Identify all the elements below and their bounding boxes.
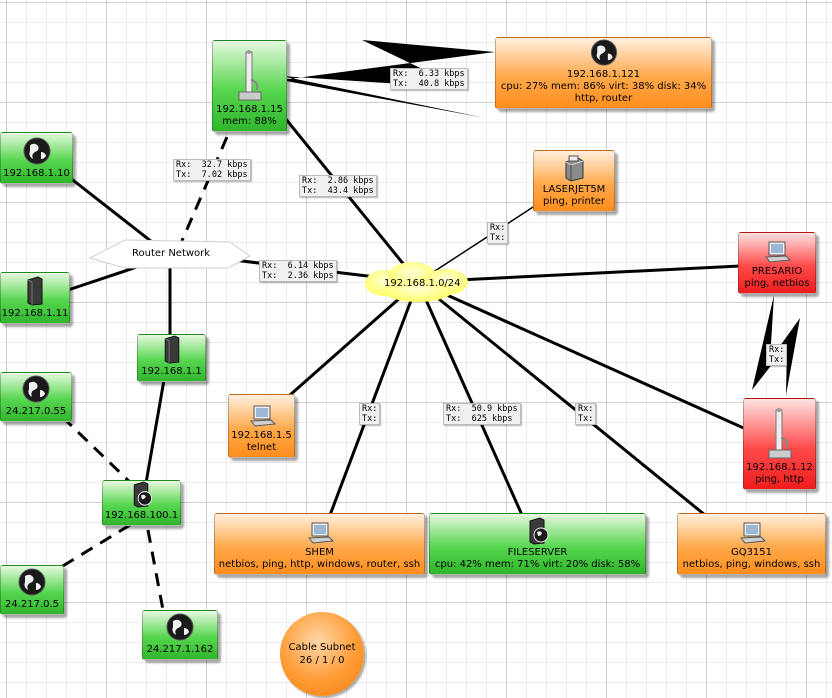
- traffic-label-shem: Rx:Tx:: [359, 403, 381, 425]
- node-192-168-1-121[interactable]: 192.168.1.121 cpu: 27% mem: 86% virt: 38…: [495, 37, 712, 109]
- node-services: netbios, ping, windows, ssh: [682, 559, 821, 570]
- node-label: PRESARIO: [751, 266, 803, 277]
- node-192-168-1-12[interactable]: 192.168.1.12 ping, http: [743, 398, 816, 490]
- globe-icon: [23, 137, 50, 165]
- globe-icon: [22, 375, 50, 403]
- node-24-217-0-55[interactable]: 24.217.0.55: [0, 372, 72, 422]
- node-services: http, router: [574, 93, 633, 104]
- node-label: 192.168.1.1: [141, 366, 202, 377]
- link-subnet-presario: [416, 264, 742, 284]
- node-192-168-1-11[interactable]: 192.168.1.11: [0, 272, 70, 324]
- node-detail: cpu: 27% mem: 86% virt: 38% disk: 34%: [500, 81, 707, 92]
- link-subnet-laserjet: [417, 195, 551, 283]
- node-192-168-1-10[interactable]: 192.168.1.10: [0, 132, 73, 184]
- link-subnet-fileserver: [416, 280, 524, 517]
- link-100-1-24-162: [146, 529, 165, 611]
- node-detail: mem: 88%: [222, 116, 277, 127]
- computer-icon: [739, 522, 766, 544]
- cable-subnet-title: Cable Subnet: [288, 642, 356, 653]
- node-label: GQ3151: [730, 547, 773, 558]
- node-label: 192.168.1.15: [216, 104, 283, 115]
- antenna-icon: [768, 408, 791, 459]
- node-laserjet5m[interactable]: LASERJET5M ping, printer: [533, 150, 615, 212]
- cable-subnet-group[interactable]: Cable Subnet 26 / 1 / 0: [280, 612, 364, 696]
- node-services: ping, printer: [543, 196, 605, 207]
- node-gq3151[interactable]: GQ3151 netbios, ping, windows, ssh: [677, 513, 826, 575]
- node-label: 192.168.1.11: [1, 308, 69, 319]
- node-label: 24.217.0.55: [5, 406, 67, 417]
- node-label: 192.168.1.121: [566, 69, 641, 80]
- node-24-217-0-5[interactable]: 24.217.0.5: [0, 565, 64, 615]
- wireless-link-121: [281, 40, 495, 118]
- node-label: 192.168.100.1: [104, 510, 179, 521]
- globe-icon: [590, 39, 617, 66]
- antenna-icon: [238, 50, 261, 101]
- server-globe-icon: [529, 517, 548, 545]
- node-label: 192.168.1.10: [3, 168, 70, 179]
- node-shem[interactable]: SHEM netbios, ping, http, windows, route…: [214, 513, 425, 575]
- cable-subnet-counts: 26 / 1 / 0: [299, 655, 345, 666]
- link-subnet-1-5: [288, 280, 420, 397]
- node-presario[interactable]: PRESARIO ping, netbios: [738, 232, 816, 294]
- node-services: ping, http: [755, 474, 804, 485]
- link-router-1-15: [176, 129, 232, 251]
- node-services: netbios, ping, http, windows, router, ss…: [218, 559, 421, 570]
- server-tower-icon: [27, 276, 43, 306]
- node-192-168-100-1[interactable]: 192.168.100.1: [102, 480, 181, 526]
- node-24-217-1-162[interactable]: 24.217.1.162: [142, 610, 218, 660]
- node-fileserver[interactable]: FILESERVER cpu: 42% mem: 71% virt: 20% d…: [429, 513, 646, 575]
- node-label: 24.217.1.162: [146, 644, 214, 655]
- computer-icon: [249, 405, 276, 427]
- node-label: SHEM: [305, 547, 334, 558]
- computer-icon: [307, 522, 334, 544]
- node-label: 192.168.1.5: [231, 430, 292, 441]
- node-services: ping, netbios: [744, 278, 810, 289]
- node-label: 24.217.0.5: [4, 599, 60, 610]
- traffic-label-laserjet: Rx:Tx:: [487, 222, 509, 244]
- router-network-label[interactable]: Router Network: [132, 248, 211, 259]
- computer-icon: [764, 241, 791, 263]
- node-192-168-1-15[interactable]: 192.168.1.15 mem: 88%: [212, 40, 287, 132]
- server-globe-icon: [133, 481, 152, 508]
- traffic-label-presario: Rx:Tx:: [766, 344, 788, 366]
- link-subnet-1-12: [416, 280, 750, 432]
- subnet-label[interactable]: 192.168.1.0/24: [384, 278, 461, 289]
- link-subnet-1-15: [283, 116, 420, 284]
- node-detail: cpu: 42% mem: 71% virt: 20% disk: 58%: [434, 559, 641, 570]
- server-tower-icon: [164, 335, 179, 364]
- node-services: telnet: [246, 442, 277, 453]
- subnet-cloud-shape: [365, 262, 468, 302]
- printer-icon: [565, 155, 584, 182]
- node-192-168-1-5[interactable]: 192.168.1.5 telnet: [228, 394, 295, 458]
- node-192-168-1-1[interactable]: 192.168.1.1: [137, 334, 206, 382]
- link-subnet-shem: [328, 280, 420, 517]
- node-label: 192.168.1.12: [746, 462, 813, 473]
- globe-icon: [166, 613, 194, 641]
- router-network-hub-shape: [88, 239, 251, 269]
- link-100-1-24-5: [47, 523, 131, 577]
- wireless-link-presario-1-12: [752, 295, 800, 395]
- link-subnet-gq3151: [416, 280, 707, 517]
- traffic-label-gq3151: Rx:Tx:: [575, 403, 597, 425]
- globe-icon: [18, 568, 46, 596]
- node-label: LASERJET5M: [542, 184, 606, 195]
- link-1-1-100-1: [144, 378, 166, 485]
- node-label: FILESERVER: [507, 547, 568, 558]
